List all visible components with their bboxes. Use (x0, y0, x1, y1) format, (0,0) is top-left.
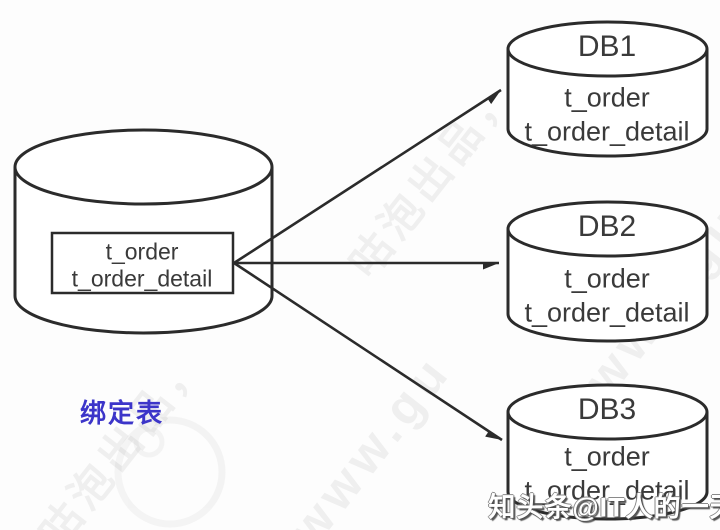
db3-cylinder (506, 383, 709, 521)
db2-table-2: t_order_detail (524, 297, 690, 328)
db2-name: DB2 (577, 210, 637, 243)
arrow-to-db3 (233, 261, 503, 442)
binding-table-caption: 绑定表 (79, 398, 165, 428)
db1-table-1: t_order (564, 82, 650, 113)
db3-table-1: t_order (564, 441, 650, 472)
author-watermark: 知头条@IT人的一天 (488, 492, 720, 523)
main-db-table-2: t_order_detail (71, 265, 213, 292)
db1-table-2: t_order_detail (524, 116, 690, 147)
circle-watermark (114, 416, 226, 528)
main-db-table-1: t_order (105, 238, 179, 265)
db2-cylinder (506, 200, 709, 343)
db1-cylinder (506, 20, 709, 158)
db3-table-2: t_order_detail (524, 475, 690, 506)
arrow-to-db1 (233, 88, 502, 265)
binding-table-box (50, 231, 235, 295)
db2-table-1: t_order (564, 263, 650, 294)
main-database-cylinder (13, 128, 274, 335)
db3-name: DB3 (577, 393, 637, 426)
db1-name: DB1 (577, 30, 637, 63)
